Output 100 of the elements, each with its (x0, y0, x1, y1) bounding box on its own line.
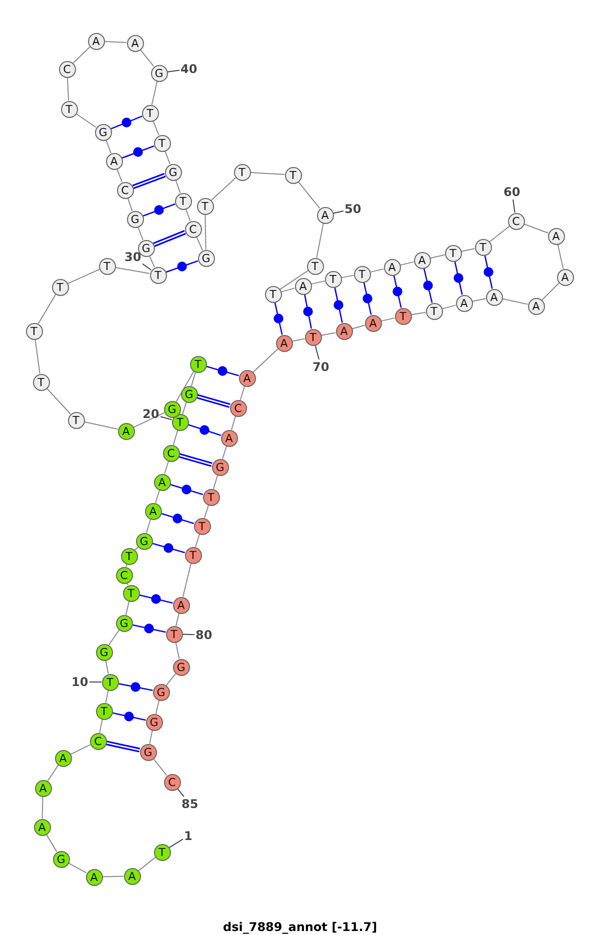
nucleotide-circle: A (294, 278, 312, 294)
backbone-line (148, 255, 156, 268)
leader-line (182, 634, 195, 636)
nucleotide-circle: C (164, 774, 180, 790)
nucleotide-circle: T (202, 488, 220, 506)
nucleotide-circle: T (142, 104, 158, 122)
nucleotide-circle: A (238, 370, 256, 386)
nucleotide-circle: G (116, 614, 132, 632)
backbone-line (230, 416, 236, 430)
nucleotide-circle: G (140, 744, 156, 760)
nucleotide-circle: C (90, 732, 106, 750)
backbone-line (70, 744, 91, 755)
nucleotide-circle: A (86, 868, 102, 886)
backbone-line (66, 77, 70, 101)
backbone-line (47, 764, 59, 782)
backbone-line (430, 254, 446, 259)
base-pair-line (106, 740, 140, 752)
backbone-line (182, 562, 192, 598)
nucleotide-circle: T (166, 626, 182, 642)
backbone-line (164, 150, 170, 165)
backbone-line (176, 370, 194, 402)
backbone-line (166, 673, 176, 686)
nucleotide-circle: T (120, 548, 138, 564)
nucleotide-circle: T (284, 166, 302, 184)
position-number: 60 (504, 186, 520, 198)
backbone-line (140, 49, 154, 67)
nucleotide-circle: T (474, 238, 492, 256)
nucleotide-circle: T (196, 198, 214, 214)
base-pair-line (178, 453, 212, 467)
nucleotide-circle: C (184, 220, 202, 238)
base-pair-line (196, 394, 230, 408)
nucleotide-circle: A (88, 32, 104, 50)
nucleotide-circle: T (122, 584, 140, 602)
position-number: 40 (180, 62, 198, 76)
backbone-line (460, 248, 476, 252)
backbone-line (68, 862, 88, 874)
backbone-line (102, 876, 124, 878)
backbone-line (164, 460, 169, 474)
position-number: 80 (196, 628, 212, 642)
base-pair-line (153, 230, 186, 247)
nucleotide-circle: T (306, 258, 324, 274)
backbone-line (280, 288, 296, 292)
nucleotide-circle: C (116, 566, 132, 584)
backbone-line (210, 177, 236, 201)
backbone-line (105, 690, 109, 704)
nucleotide-circle: G (146, 714, 162, 730)
base-pair-line (152, 542, 186, 554)
backbone-line (502, 298, 528, 305)
nucleotide-circle: T (324, 270, 342, 288)
nucleotide-circle: A (486, 288, 502, 306)
backbone-line (67, 268, 100, 284)
base-pair-line (110, 116, 143, 130)
base-pair-line (132, 172, 166, 190)
backbone-line (138, 856, 156, 872)
backbone-line (72, 46, 90, 64)
backbone-line (320, 332, 336, 336)
leader-line (142, 263, 152, 271)
nucleotide-circle: A (144, 502, 162, 520)
nucleotide-circle: T (444, 244, 462, 262)
nucleotide-circle: C (58, 60, 76, 78)
base-pair-line (274, 302, 284, 336)
nucleotide-circle: A (276, 334, 292, 352)
position-number: 50 (344, 202, 362, 216)
backbone-line (204, 504, 209, 518)
backbone-line (105, 660, 109, 674)
base-pair-line (484, 254, 494, 290)
leader-line (166, 70, 180, 72)
backbone-line (410, 312, 426, 316)
backbone-line (380, 317, 396, 322)
nucleotide-circle: T (426, 302, 442, 320)
backbone-line (182, 402, 187, 414)
position-number: 70 (312, 360, 330, 374)
backbone-line (557, 244, 564, 270)
base-pair-line (303, 294, 313, 330)
base-pair-line (423, 268, 433, 304)
nucleotide-circle: T (264, 286, 282, 302)
backbone-line (195, 534, 200, 548)
nucleotide-circle: T (174, 192, 192, 210)
backbone-line (138, 226, 144, 241)
backbone-line (442, 304, 456, 310)
position-number: 1 (184, 830, 192, 842)
base-pair-line (165, 260, 199, 273)
nucleotide-circle: G (126, 210, 144, 228)
nucleotide-circle: T (304, 328, 322, 346)
nucleotide-circle: A (556, 268, 574, 286)
nucleotide-circle: T (68, 412, 84, 428)
backbone-line (146, 518, 152, 534)
nucleotide-circle: A (456, 294, 472, 312)
backbone-line (196, 236, 204, 251)
backbone-line (298, 181, 320, 209)
backbone-line (176, 612, 180, 626)
backbone-line (292, 338, 306, 342)
backbone-line (114, 266, 150, 274)
backbone-line (370, 268, 384, 273)
nucleotide-circle: C (116, 182, 134, 198)
nucleotide-circle: T (26, 322, 42, 340)
nucleotide-circle: T (184, 546, 202, 564)
base-pair-line (169, 484, 204, 496)
backbone-line (42, 796, 44, 819)
backbone-line (172, 430, 178, 446)
